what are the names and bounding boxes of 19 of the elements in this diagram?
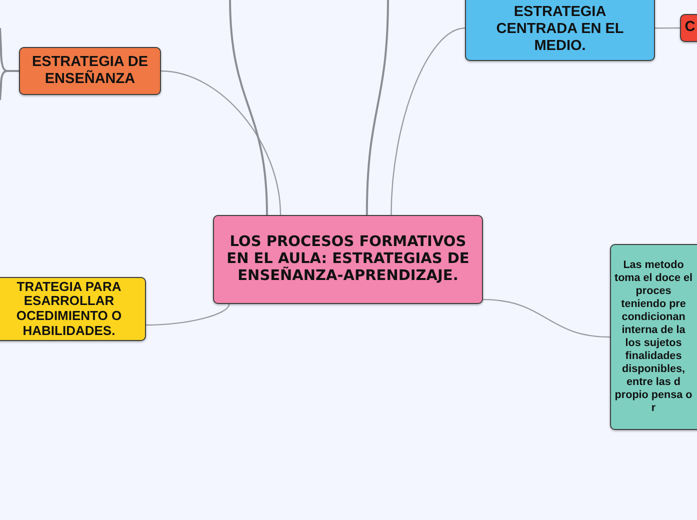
topic-text: ESTRATEGIA CENTRADA EN EL MEDIO. xyxy=(495,4,625,56)
connector-line xyxy=(366,0,389,216)
note-box xyxy=(610,244,697,430)
topic-text: Las metodo toma el doce el proces teniendo pre condicionan interna de la los sujetos finalidades disponibles, entre las d propio pensa o r xyxy=(614,259,693,415)
topic-box xyxy=(19,47,161,95)
connector-line xyxy=(229,0,268,216)
connector-line xyxy=(146,304,230,326)
topic-text: ESTRATEGIA DE ENSEÑANZA xyxy=(30,54,149,88)
topic-text: TRATEGIA PARA ESARROLLAR OCEDIMIENTO O HABILIDADES. xyxy=(15,280,123,338)
topic-text: C xyxy=(684,20,696,36)
connector-line xyxy=(160,70,282,216)
topic-box xyxy=(213,215,483,304)
connector-line xyxy=(0,70,19,100)
topic-text: LOS PROCESOS FORMATIVOS EN EL AULA: ESTRATEGIAS DE ENSEÑANZA-APRENDIZAJE. xyxy=(226,234,470,284)
connector-line xyxy=(655,27,680,29)
topic-box xyxy=(465,0,655,61)
connector-line xyxy=(482,298,610,338)
topic-box xyxy=(0,277,146,341)
connector-line xyxy=(390,28,466,216)
